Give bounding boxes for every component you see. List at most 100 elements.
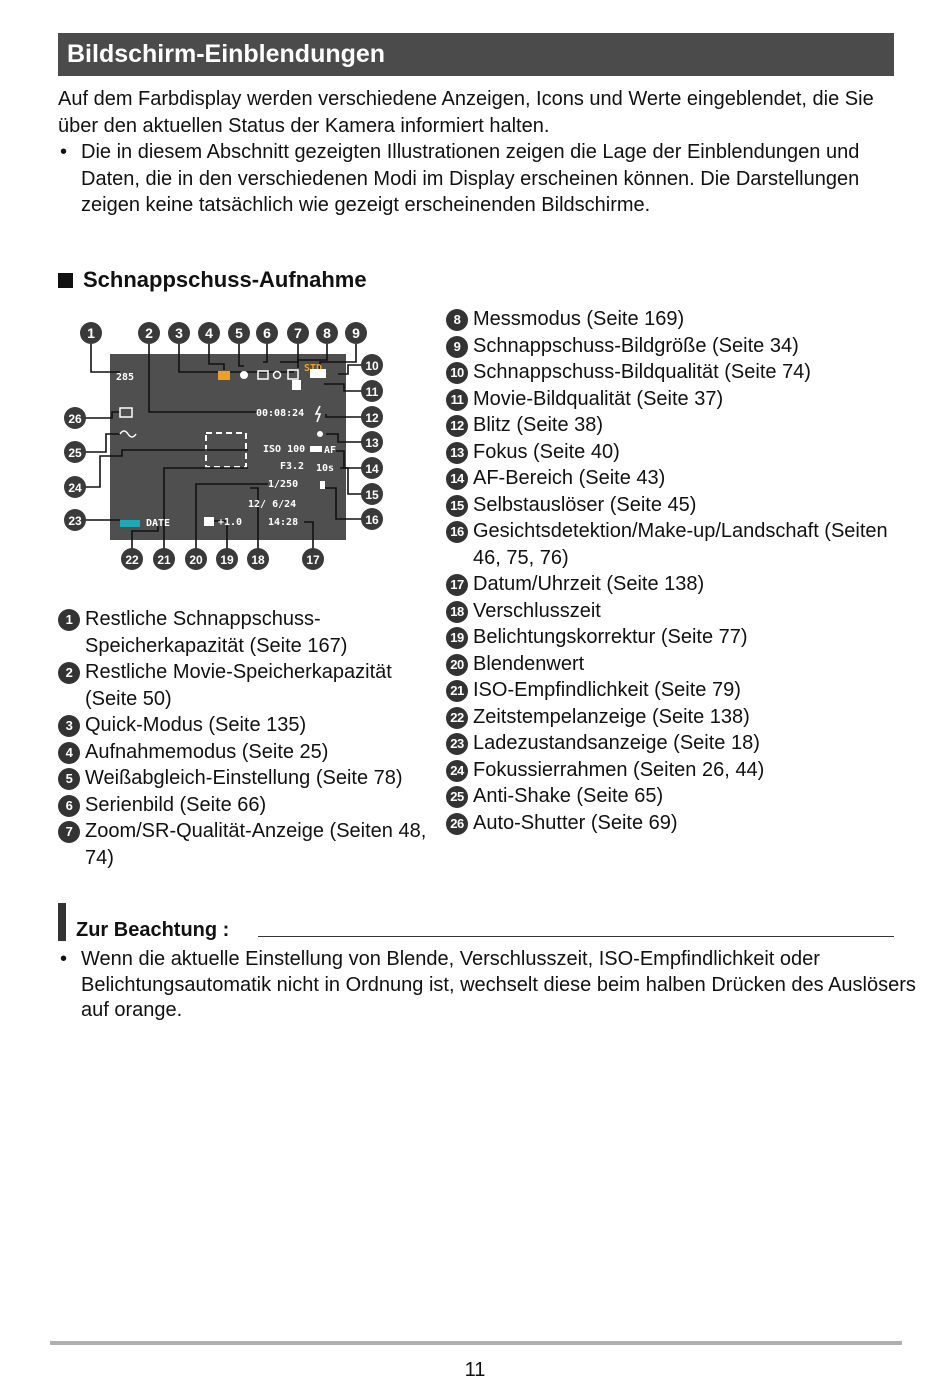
number-badge: 14 (446, 468, 468, 490)
metering-icon (287, 369, 299, 380)
svg-text:24: 24 (68, 481, 82, 495)
auto-shutter-icon (119, 407, 133, 418)
callout-10: 10 (361, 354, 383, 376)
svg-text:23: 23 (68, 514, 82, 528)
svg-text:3: 3 (175, 325, 183, 341)
svg-text:12: 12 (365, 411, 379, 425)
exposure-comp-icon (204, 517, 214, 526)
number-badge: 15 (446, 494, 468, 517)
callout-22: 22 (121, 548, 143, 570)
number-badge: 3 (58, 715, 80, 737)
number-badge: 26 (446, 812, 468, 835)
callout-4: 4 (198, 322, 220, 344)
callout-2: 2 (138, 322, 160, 344)
osd-quality: STD (304, 363, 322, 374)
svg-text:25: 25 (68, 446, 82, 460)
number-badge: 12 (446, 415, 468, 437)
display-diagram: 285 00:08:24 ISO 100 F3.2 1/250 12/ 6/24… (58, 316, 398, 576)
diagram-callouts: 1 2 3 4 5 6 7 8 9 10 11 12 13 14 15 16 1… (64, 322, 383, 570)
number-badge: 10 (446, 362, 468, 384)
continuous-shot-icon (257, 370, 269, 380)
number-badge: 8 (446, 309, 468, 331)
svg-text:8: 8 (323, 325, 331, 341)
number-badge: 2 (58, 662, 80, 684)
callout-9: 9 (345, 322, 367, 344)
svg-text:2: 2 (145, 325, 153, 341)
svg-text:10: 10 (365, 359, 379, 373)
svg-text:15: 15 (365, 488, 379, 502)
svg-text:7: 7 (294, 325, 302, 341)
callout-15: 15 (361, 483, 383, 505)
svg-text:17: 17 (306, 553, 320, 567)
number-badge: 23 (446, 733, 468, 755)
flash-icon (314, 405, 322, 423)
leader-lines (75, 344, 372, 559)
svg-text:22: 22 (125, 553, 139, 567)
osd-date-stamp: DATE (146, 518, 170, 529)
white-balance-icon (240, 371, 248, 379)
movie-quality-icon (292, 380, 301, 390)
note-heading: Zur Beachtung : (76, 919, 230, 941)
number-badge: 13 (446, 441, 468, 464)
callout-14: 14 (361, 457, 383, 479)
number-badge: 20 (446, 653, 468, 676)
osd-exposure-comp: +1.0 (218, 517, 242, 528)
callout-24: 24 (64, 476, 86, 498)
svg-text:1: 1 (87, 325, 95, 341)
osd-movie-time: 00:08:24 (256, 408, 304, 419)
callout-13: 13 (361, 431, 383, 453)
subsection-title: Schnappschuss-Aufnahme (83, 267, 367, 292)
svg-text:9: 9 (352, 325, 360, 341)
svg-text:6: 6 (263, 325, 271, 341)
note-divider (258, 936, 894, 937)
number-badge: 17 (446, 574, 468, 596)
intro-bullet-text: Die in diesem Abschnitt gezeigten Illust… (81, 141, 860, 216)
callout-20: 20 (185, 548, 207, 570)
callout-25: 25 (64, 441, 86, 463)
number-badge: 5 (58, 768, 80, 790)
callout-3: 3 (168, 322, 190, 344)
number-badge: 21 (446, 680, 468, 702)
image-size-icon (310, 369, 326, 378)
osd-iso: ISO 100 (263, 444, 305, 455)
callout-11: 11 (361, 380, 383, 402)
battery-indicator-icon (120, 520, 140, 527)
zoom-quality-icon (272, 370, 282, 380)
svg-text:19: 19 (220, 553, 234, 567)
callout-18: 18 (247, 548, 269, 570)
callout-19: 19 (216, 548, 238, 570)
osd-shutter: 1/250 (268, 479, 298, 490)
osd-af-area: AF (324, 445, 336, 456)
number-badge: 25 (446, 786, 468, 808)
svg-text:13: 13 (365, 436, 379, 450)
callout-23: 23 (64, 509, 86, 531)
callout-16: 16 (361, 508, 383, 530)
callout-7: 7 (287, 322, 309, 344)
note-body: • Wenn die aktuelle Einstellung von Blen… (58, 947, 931, 1024)
osd-shots-remaining: 285 (116, 372, 134, 383)
callout-5: 5 (228, 322, 250, 344)
number-badge: 18 (446, 600, 468, 623)
number-badge: 16 (446, 521, 468, 543)
